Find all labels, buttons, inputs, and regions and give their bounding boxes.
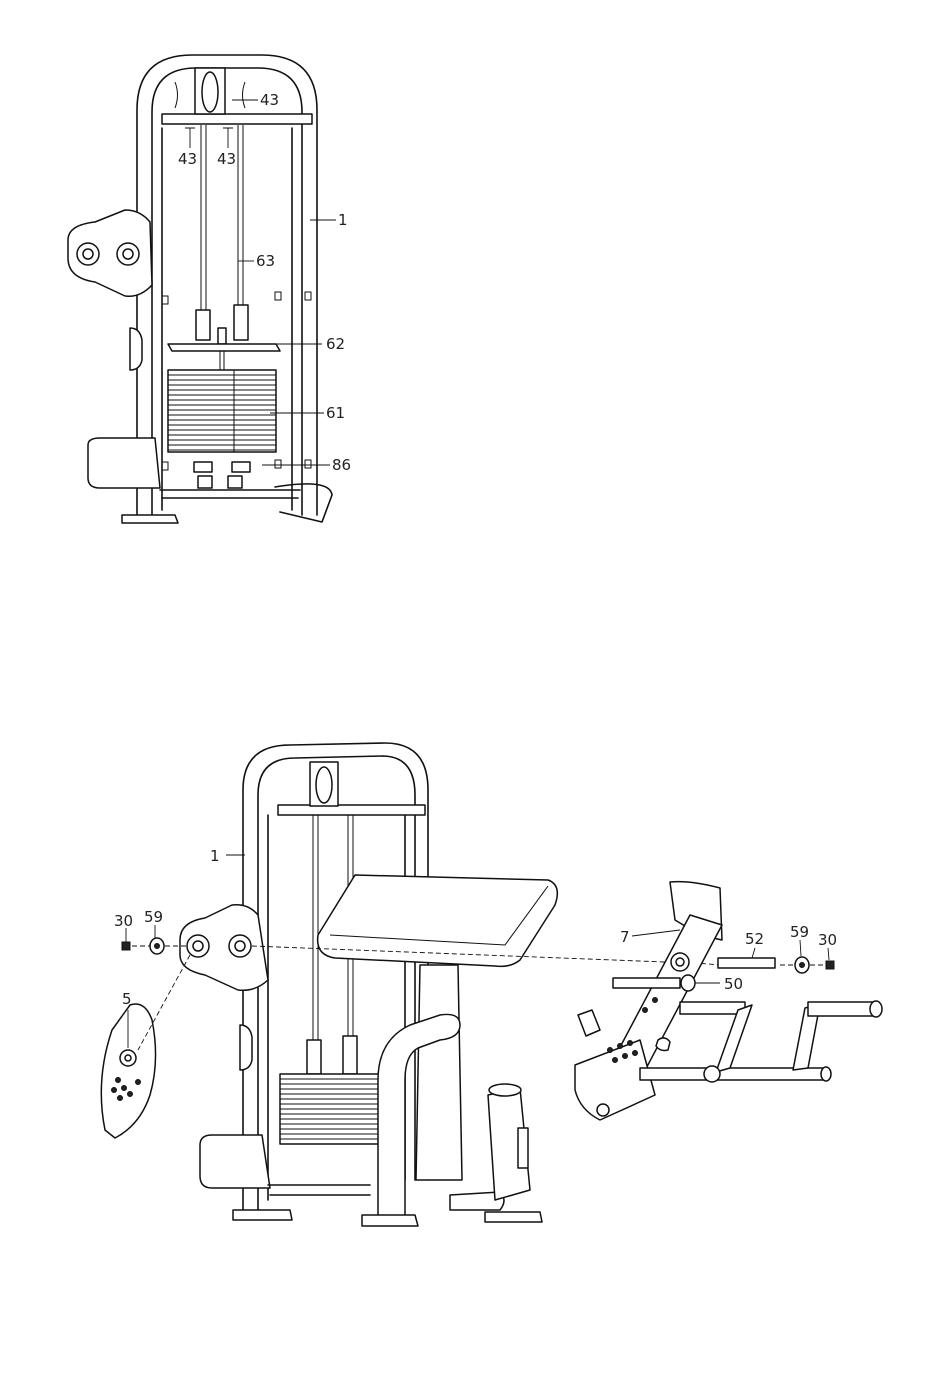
bumper-base-left — [198, 476, 212, 488]
rod-sleeve-left — [196, 310, 210, 340]
bumper-right — [232, 462, 250, 472]
callout-30-left: 30 — [114, 912, 133, 930]
cam-hub-right-inner — [123, 249, 133, 259]
callout-50: 50 — [724, 975, 743, 993]
part-52-shaft — [718, 958, 775, 968]
lever-stop — [656, 1038, 670, 1051]
screw-30-right — [826, 961, 834, 969]
machine-exploded-view — [101, 743, 882, 1226]
handle-strut-left — [716, 1005, 752, 1072]
foot-left — [122, 515, 178, 523]
selector-stem — [218, 328, 226, 344]
upper-handle-stub — [680, 1002, 745, 1014]
screw-30-left — [122, 942, 130, 950]
callout-63: 63 — [256, 252, 275, 270]
callout-7: 7 — [620, 928, 630, 946]
frame-front-view — [68, 55, 332, 523]
top-crossbeam — [162, 114, 312, 124]
side-handle-bottom — [240, 1025, 252, 1070]
pop-pin — [578, 1010, 600, 1036]
callout-1-top: 1 — [338, 211, 348, 229]
callout-59-right: 59 — [790, 923, 809, 941]
callout-43-c: 43 — [217, 150, 236, 168]
callout-61: 61 — [326, 404, 345, 422]
pad-post — [416, 965, 462, 1180]
lever-pivot-inner — [676, 958, 684, 966]
callout-1-bottom: 1 — [210, 847, 220, 865]
callout-59-left: 59 — [144, 908, 163, 926]
cam-hub-left-inner — [83, 249, 93, 259]
foot-right-bottom — [485, 1212, 542, 1222]
bumper-left — [194, 462, 212, 472]
callout-52: 52 — [745, 930, 764, 948]
callout-30-right: 30 — [818, 931, 837, 949]
arm-pad — [318, 875, 558, 966]
foot-left-bottom — [233, 1210, 292, 1220]
lever-knob — [597, 1104, 609, 1116]
callout-43-a: 43 — [260, 91, 279, 109]
part-50-end — [681, 975, 695, 991]
cam-disc-hub-inner — [125, 1055, 131, 1061]
seat-roll — [88, 438, 160, 488]
upper-handle-tube — [808, 1002, 879, 1016]
washer-59-left-hole — [155, 944, 160, 949]
seat-roll-bottom — [200, 1135, 270, 1188]
washer-59-right-hole — [800, 963, 805, 968]
part-50-bushing — [613, 978, 680, 988]
rear-post-cap — [489, 1084, 521, 1096]
callout-62: 62 — [326, 335, 345, 353]
rear-post-adjuster — [518, 1128, 528, 1168]
top-pulley-bottom — [316, 767, 332, 803]
top-plate — [168, 344, 280, 351]
top-crossbeam-bottom — [278, 805, 425, 815]
callout-5: 5 — [122, 990, 132, 1008]
selector-rod — [220, 351, 224, 370]
rod-sleeve-right — [234, 305, 248, 340]
foot-center-bottom — [362, 1215, 418, 1226]
rod-sleeve-right-bottom — [343, 1036, 357, 1074]
lower-handle-end — [821, 1067, 831, 1081]
handle-collar — [704, 1066, 720, 1082]
cam-hub-bottom-left-inner — [193, 941, 203, 951]
base-rail — [160, 490, 300, 498]
lower-handle-tube — [640, 1068, 829, 1080]
bumper-base-right — [228, 476, 242, 488]
axis-cam — [138, 955, 190, 1050]
callout-43-b: 43 — [178, 150, 197, 168]
rod-sleeve-left-bottom — [307, 1040, 321, 1074]
cam-hub-bottom-right-inner — [235, 941, 245, 951]
top-pulley — [202, 72, 218, 112]
callout-86: 86 — [332, 456, 351, 474]
upper-handle-end — [870, 1001, 882, 1017]
base-rail-bottom — [268, 1185, 370, 1195]
side-handle — [130, 328, 142, 370]
